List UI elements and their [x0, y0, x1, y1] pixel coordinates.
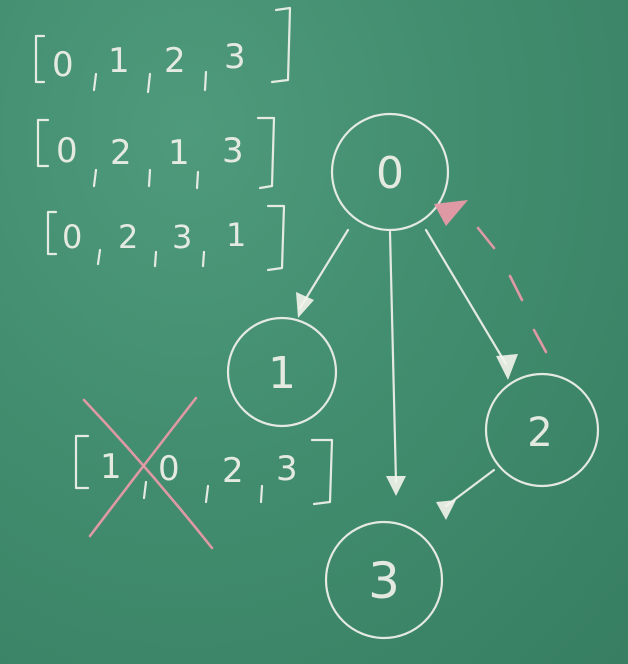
comma: [146, 72, 152, 94]
array-value: 0: [52, 45, 74, 85]
close-bracket: [310, 438, 334, 506]
arrow-head-icon: [434, 200, 468, 226]
comma: [96, 248, 102, 266]
open-bracket: [36, 118, 50, 168]
edge-0-to-2: [424, 228, 518, 380]
node-label: 1: [268, 348, 296, 399]
comma: [204, 484, 210, 504]
arrow-head-icon: [496, 354, 518, 380]
comma: [203, 70, 208, 92]
arrow-head-icon: [386, 476, 406, 496]
comma: [259, 484, 264, 504]
open-bracket: [46, 210, 58, 256]
graph-node-1: 1: [226, 316, 338, 428]
edge-2-to-0-dashed: [434, 200, 548, 354]
array-value: 2: [110, 133, 132, 173]
comma: [153, 250, 158, 268]
node-label: 2: [527, 410, 552, 456]
graph-node-0: 0: [330, 112, 450, 232]
cross-out-stroke: [88, 396, 198, 538]
close-bracket: [270, 6, 292, 84]
graph-node-2: 2: [484, 372, 600, 488]
array-value: 1: [108, 41, 130, 81]
array-value: 1: [100, 447, 122, 487]
array-row-3: 0 2 3 1: [46, 204, 286, 272]
array-value: 3: [224, 37, 246, 77]
edge-0-to-1: [296, 228, 350, 318]
array-row-crossed: 1 0 2 3: [74, 396, 334, 550]
comma: [195, 170, 200, 190]
array-value: 2: [118, 218, 138, 256]
edge-0-to-3: [386, 230, 406, 496]
close-bracket: [256, 116, 276, 190]
comma: [142, 480, 148, 500]
array-value: 3: [276, 449, 298, 489]
arrow-head-icon: [436, 500, 456, 520]
close-bracket: [266, 204, 286, 272]
comma: [147, 168, 152, 188]
cross-out-stroke: [82, 398, 214, 550]
comma: [92, 72, 98, 92]
graph-node-3: 3: [324, 520, 444, 640]
node-label: 0: [376, 148, 404, 199]
array-value: 0: [56, 131, 78, 171]
array-value: 2: [164, 41, 186, 81]
array-value: 1: [226, 216, 246, 254]
array-value: 2: [222, 451, 244, 491]
arrow-head-icon: [296, 292, 314, 318]
array-value: 0: [158, 449, 180, 489]
comma: [201, 250, 206, 268]
array-row-2: 0 2 1 3: [36, 116, 276, 190]
node-label: 3: [368, 552, 400, 610]
edge-2-to-3: [436, 468, 496, 520]
array-value: 1: [168, 133, 190, 173]
array-value: 3: [222, 131, 244, 171]
open-bracket: [34, 34, 46, 84]
array-row-1: 0 1 2 3: [34, 6, 292, 94]
array-value: 3: [172, 218, 192, 256]
open-bracket: [74, 434, 90, 490]
comma: [92, 168, 98, 188]
array-value: 0: [62, 218, 82, 256]
